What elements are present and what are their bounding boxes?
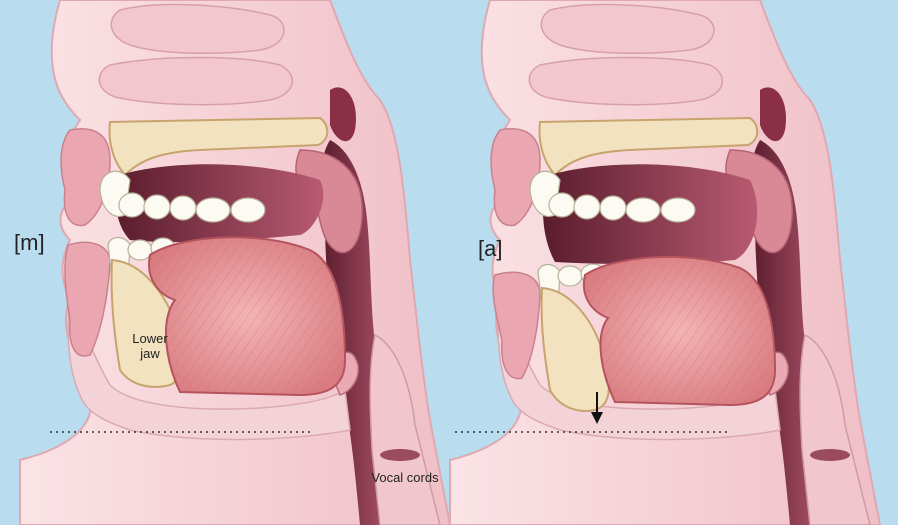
sound-label-a: [a] [478, 236, 502, 261]
lower-jaw-label-line1: Lower [132, 331, 168, 346]
panel-a: [a] [450, 0, 880, 525]
panel-m: [m] Lower jaw Vocal cords [14, 0, 450, 525]
vocal-cords-label: Vocal cords [371, 470, 439, 485]
lower-jaw-label-line2: jaw [139, 346, 160, 361]
sound-label-m: [m] [14, 230, 45, 255]
tongue-muscle-fibers-a [584, 257, 775, 405]
tongue-muscle-fibers-m [149, 237, 345, 395]
